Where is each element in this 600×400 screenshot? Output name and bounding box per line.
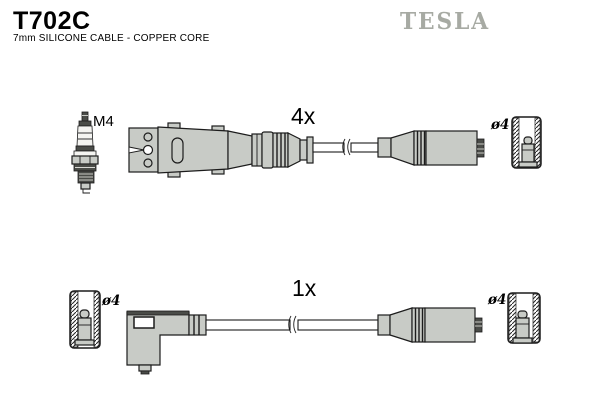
spark-plug-boot-bottom <box>377 307 483 343</box>
quantity-label-top: 4x <box>291 103 316 129</box>
quantity-label-bottom: 1x <box>292 275 317 301</box>
tesla-logo: TESLA <box>400 8 490 35</box>
diameter-label-bottom-right: ø4 <box>487 292 506 308</box>
part-number: T702C <box>13 7 91 35</box>
cable-break-icon <box>288 315 292 334</box>
product-subtitle: 7mm SILICONE CABLE - COPPER CORE <box>13 33 210 44</box>
terminal-cross-section-bottom-right <box>507 292 541 344</box>
cable-break-icon <box>342 138 346 156</box>
terminal-cross-section-top <box>511 116 542 169</box>
angled-boot <box>126 310 207 375</box>
cable-top <box>312 138 379 156</box>
diameter-label-bottom-left: ø4 <box>101 293 120 309</box>
spark-plug-boot-top <box>377 130 485 166</box>
coil-end-connector <box>128 122 314 178</box>
spark-plug-icon <box>71 111 99 194</box>
cable-bottom <box>205 315 379 334</box>
terminal-cross-section-bottom-left <box>69 290 101 349</box>
thread-size-label: M4 <box>93 113 114 130</box>
diameter-label-top: ø4 <box>490 117 509 133</box>
